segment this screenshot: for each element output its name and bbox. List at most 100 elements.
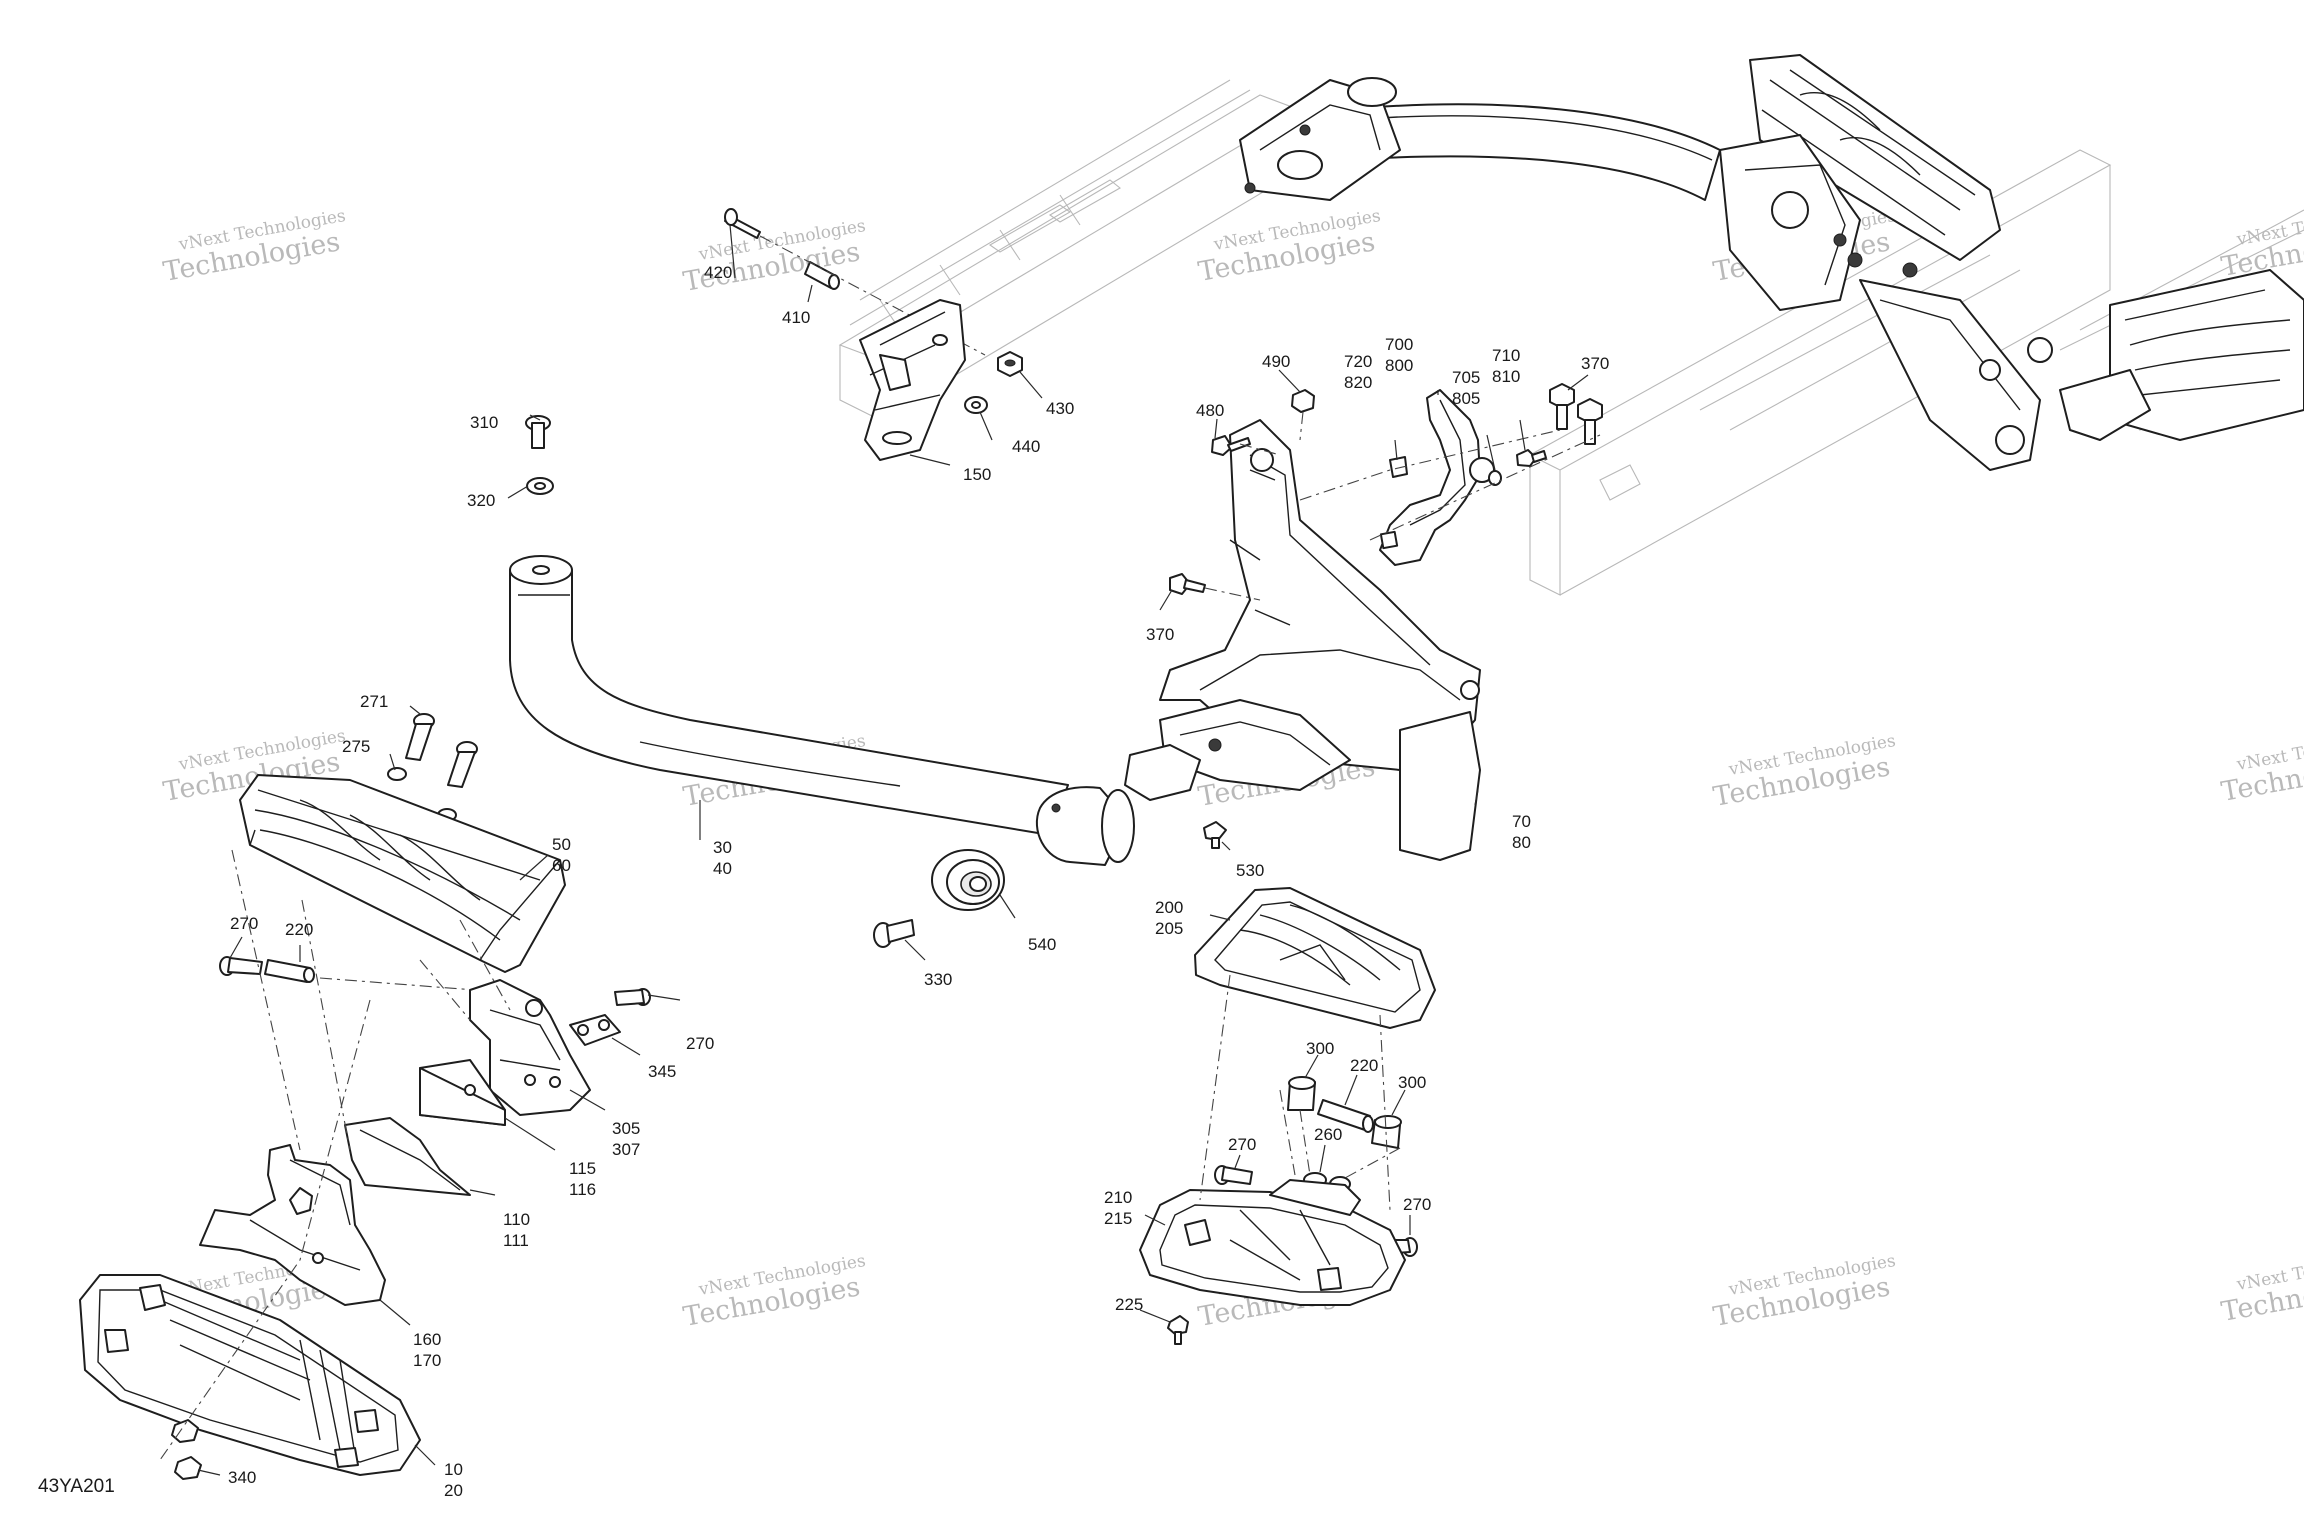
footpeg-base-210	[1139, 1179, 1406, 1306]
washer-320	[526, 477, 554, 495]
callout-340: 340	[228, 1468, 256, 1487]
bolt-340	[171, 1419, 202, 1480]
callout-number: 340	[228, 1468, 256, 1487]
callout-number: 215	[1104, 1209, 1132, 1228]
leader	[319, 977, 476, 991]
callout-number: 310	[470, 413, 498, 432]
callout-490: 490	[1262, 352, 1290, 371]
bolt-480	[1211, 435, 1251, 456]
leader	[1369, 434, 1601, 541]
nut-490	[1291, 389, 1315, 413]
callout-number: 345	[648, 1062, 676, 1081]
callout-440: 440	[1012, 437, 1040, 456]
leader	[1344, 1147, 1401, 1179]
callout-number: 320	[467, 491, 495, 510]
callout-number: 720	[1344, 352, 1372, 371]
callout-270-right-b: 270	[1403, 1195, 1431, 1214]
callout-leaders	[197, 224, 1589, 1476]
callout-320: 320	[467, 491, 495, 510]
callout-330: 330	[924, 970, 952, 989]
callout-225: 225	[1115, 1295, 1143, 1314]
callout-number: 210	[1104, 1188, 1132, 1207]
leader	[231, 849, 301, 1151]
callout-number: 305	[612, 1119, 640, 1138]
callout-410: 410	[782, 308, 810, 327]
callout-number: 110	[503, 1210, 530, 1229]
bracket-160	[199, 1144, 386, 1306]
callout-220-right: 220	[1350, 1056, 1378, 1075]
callout-number: 800	[1385, 356, 1413, 375]
callout-number: 225	[1115, 1295, 1143, 1314]
pin-220-right	[1317, 1099, 1374, 1133]
bolt-370-top	[1549, 383, 1603, 445]
callout-310: 310	[470, 413, 498, 432]
callout-275: 275	[342, 737, 370, 756]
diagram-code: 43YA201	[38, 1476, 115, 1497]
nut-430	[997, 351, 1023, 377]
screw-225	[1167, 1315, 1189, 1345]
bolt-310	[525, 415, 551, 449]
callout-number: 300	[1398, 1073, 1426, 1092]
callout-270-mid: 270	[686, 1034, 714, 1053]
callout-530: 530	[1236, 861, 1264, 880]
leader	[1299, 411, 1304, 441]
leader	[1299, 429, 1561, 501]
footpad-50	[239, 774, 566, 973]
tube-30	[509, 555, 1135, 866]
callout-number: 530	[1236, 861, 1264, 880]
callout-number: 170	[413, 1351, 441, 1370]
callout-number: 10	[444, 1460, 463, 1479]
bracket-700	[1379, 389, 1495, 566]
callout-number: 410	[782, 308, 810, 327]
callout-number: 270	[686, 1034, 714, 1053]
assembled-footrest-view	[1239, 54, 2304, 471]
callout-number: 220	[285, 920, 313, 939]
leader	[419, 959, 471, 1021]
callout-number: 200	[1155, 898, 1183, 917]
callout-420: 420	[704, 263, 732, 282]
bolt-271	[405, 713, 435, 761]
bolt-370-mid	[1169, 573, 1206, 595]
callout-number: 80	[1512, 833, 1531, 852]
callout-number: 420	[704, 263, 732, 282]
washer-440	[964, 396, 988, 414]
callout-430: 430	[1046, 399, 1074, 418]
callout-number: 111	[503, 1231, 529, 1250]
callout-number: 330	[924, 970, 952, 989]
leader	[459, 919, 511, 1011]
leader	[1239, 443, 1281, 456]
callout-number: 60	[552, 856, 571, 875]
callout-number: 20	[444, 1481, 463, 1500]
callout-number: 805	[1452, 389, 1480, 408]
callout-number: 440	[1012, 437, 1040, 456]
callout-number: 370	[1146, 625, 1174, 644]
callout-number: 260	[1314, 1125, 1342, 1144]
callout-150: 150	[963, 465, 991, 484]
callout-number: 710	[1492, 346, 1520, 365]
callout-220-left: 220	[285, 920, 313, 939]
callout-number: 270	[230, 914, 258, 933]
bolt-330	[873, 919, 915, 948]
callout-number: 70	[1512, 812, 1531, 831]
callout-number: 700	[1385, 335, 1413, 354]
callout-number: 205	[1155, 919, 1183, 938]
callout-480: 480	[1196, 401, 1224, 420]
callout-370-top: 370	[1581, 354, 1609, 373]
